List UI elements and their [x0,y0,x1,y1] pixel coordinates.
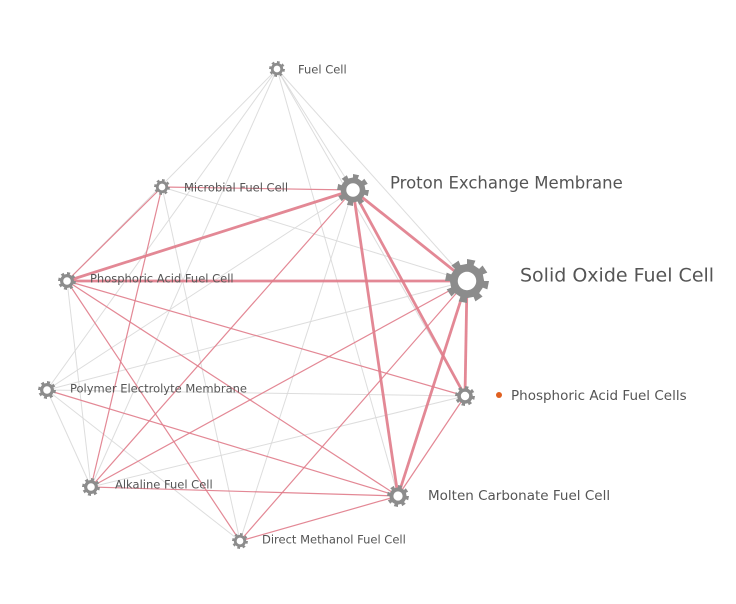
edge-fuel_cell-polymer [46,68,278,391]
edge-pem-molten [351,189,400,497]
gear-hole [43,386,51,394]
highlight-dot-icon [496,392,502,398]
edge-fuel_cell-sofc [276,68,468,282]
edge-polymer-phosphoric_s [46,389,466,397]
gear-hole [63,277,71,285]
edge-dmfc-sofc [239,280,468,542]
gear-hole [236,537,244,545]
edge-alkaline-molten [90,486,399,497]
edge-pem-sofc [352,188,468,283]
edge-dmfc-pem [239,189,354,542]
node-sofc[interactable]: Solid Oxide Fuel Cell [445,259,714,303]
edge-phosphoric-phosphoric_s [66,280,466,397]
gear-hole [457,271,477,291]
edge-pem-phosphoric_s [351,189,467,397]
node-molten[interactable]: Molten Carbonate Fuel Cell [387,485,610,507]
edge-phosphoric-pem [66,188,354,283]
node-label: Phosphoric Acid Fuel Cell [90,272,234,286]
edge-microbial-alkaline [90,186,163,488]
node-label: Microbial Fuel Cell [184,181,288,195]
node-label: Proton Exchange Membrane [390,174,623,193]
node-label: Solid Oxide Fuel Cell [520,265,714,287]
edge-fuel_cell-phosphoric_s [276,68,466,397]
gear-hole [393,491,403,501]
node-phosphoric-s[interactable]: Phosphoric Acid Fuel Cells [455,386,687,406]
edge-polymer-molten [46,389,399,497]
node-polymer[interactable]: Polymer Electrolyte Membrane [38,381,247,399]
gear-hole [158,183,166,191]
node-dmfc[interactable]: Direct Methanol Fuel Cell [232,533,406,550]
node-label: Phosphoric Acid Fuel Cells [511,388,687,404]
edge-dmfc-polymer [46,389,241,542]
edge-alkaline-phosphoric_s [90,395,466,488]
edge-alkaline-sofc [90,280,468,488]
edge-phosphoric-molten [66,280,399,497]
gear-hole [346,183,360,197]
edge-layer [46,68,469,542]
edge-microbial-pem [161,186,354,191]
edge-alkaline-polymer [46,389,92,488]
node-alkaline[interactable]: Alkaline Fuel Cell [82,478,213,497]
edge-pem-polymer [46,189,354,391]
node-pem[interactable]: Proton Exchange Membrane [337,174,623,207]
gear-hole [460,391,470,401]
node-label: Alkaline Fuel Cell [115,478,213,492]
edge-alkaline-pem [90,189,354,488]
edge-fuel_cell-alkaline [90,68,278,488]
edge-phosphoric-dmfc [66,280,241,542]
node-label: Molten Carbonate Fuel Cell [428,488,610,504]
node-label: Direct Methanol Fuel Cell [262,533,406,547]
node-fuel-cell[interactable]: Fuel Cell [269,61,347,77]
edge-sofc-molten [396,280,469,497]
gear-hole [273,65,281,73]
node-phosphoric[interactable]: Phosphoric Acid Fuel Cell [58,272,234,291]
edge-phosphoric-alkaline [66,280,92,488]
gear-hole [87,483,95,491]
node-label: Fuel Cell [298,63,347,77]
edge-phosphoric_s-molten [397,395,466,497]
edge-fuel_cell-pem [276,68,354,191]
edge-phosphoric-microbial [66,186,163,282]
edge-dmfc-molten [239,495,399,542]
node-microbial[interactable]: Microbial Fuel Cell [154,179,288,195]
node-label: Polymer Electrolyte Membrane [70,382,247,396]
edge-fuel_cell-molten [276,68,399,497]
